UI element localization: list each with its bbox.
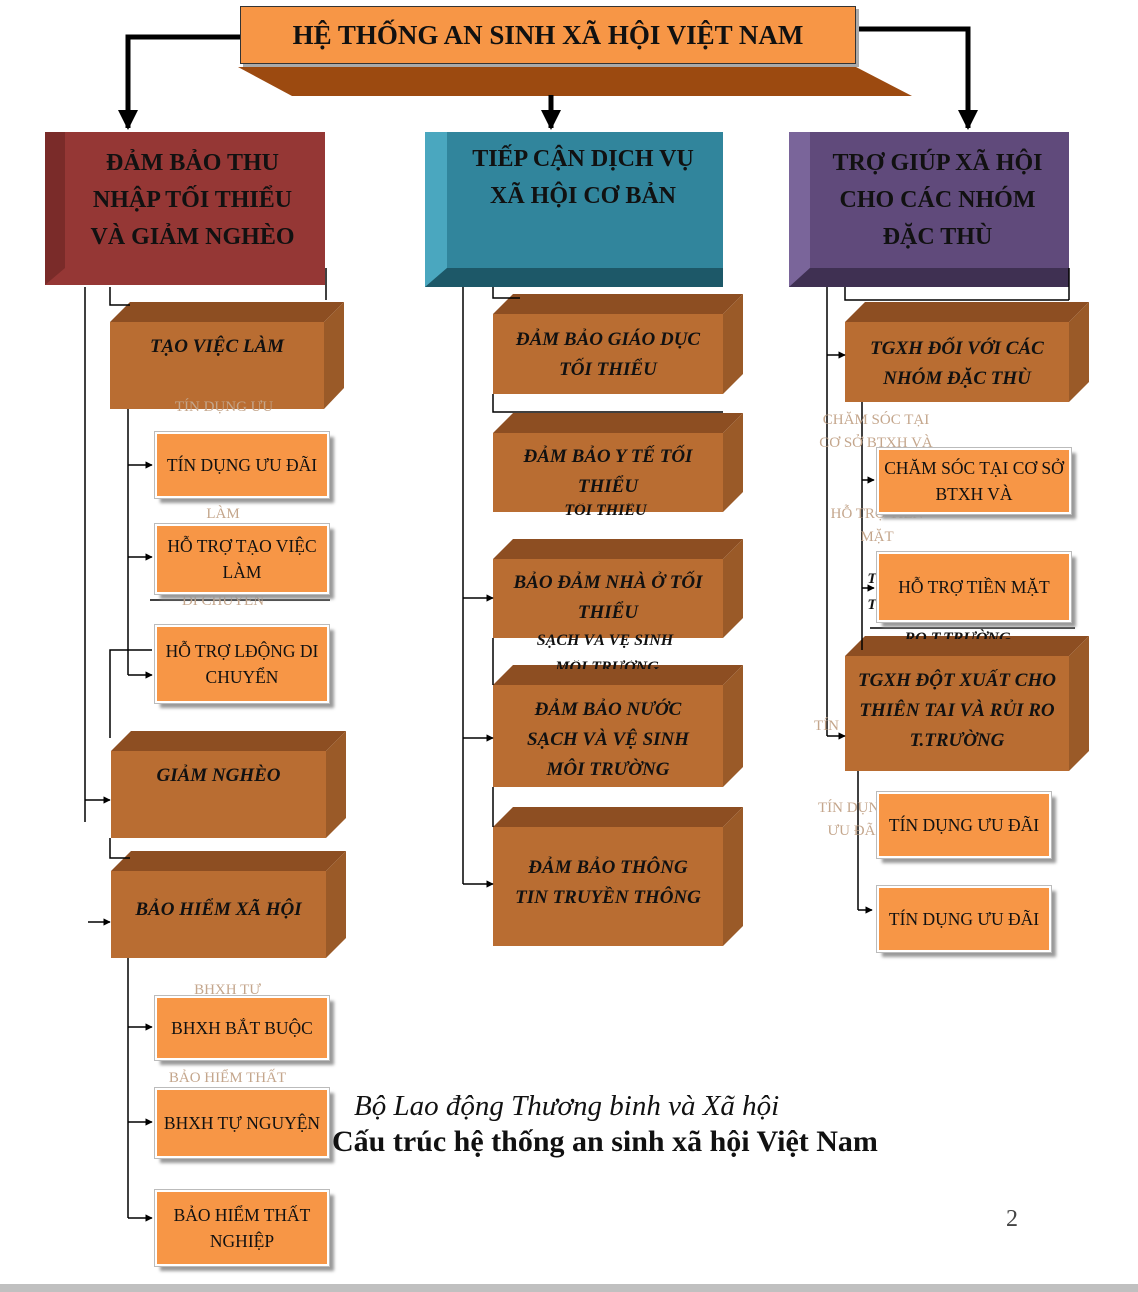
col3-header: TRỢ GIÚP XÃ HỘI CHO CÁC NHÓM ĐẶC THÙ [810, 140, 1065, 260]
leaf-tin-dung-uu-dai-3b: TÍN DỤNG ƯU ĐÃI [876, 885, 1052, 953]
system-title: HỆ THỐNG AN SINH XÃ HỘI VIỆT NAM [240, 6, 856, 64]
col2-header: TIẾP CẬN DỊCH VỤ XÃ HỘI CƠ BẢN [447, 140, 719, 216]
giao-duc-label: ĐẢM BẢO GIÁO DỤC TỐI THIỂU [515, 329, 701, 380]
col1-header-shape [45, 132, 325, 285]
leaf-bhxh-tu-nguyen: BHXH TỰ NGUYỆN [154, 1087, 330, 1159]
col1-header-line3: VÀ GIẢM NGHÈO [90, 223, 295, 250]
box-thong-tin [493, 807, 743, 946]
ghost-text: CHĂM SÓC TẠI CƠ SỞ BTXH VÀ [819, 412, 933, 451]
col2-header-line1: TIẾP CẬN DỊCH VỤ [472, 146, 694, 172]
leaf-ho-tro-tien-mat: HỖ TRỢ TIỀN MẶT [876, 551, 1072, 623]
ghost-text: TÍN [814, 718, 839, 734]
col3-header-line2: CHO CÁC NHÓM [839, 186, 1036, 213]
col3-header-shape [789, 132, 1069, 287]
process-boxes [110, 294, 1089, 958]
ghost-text: TÍN DỤNG ƯU ĐÃI [174, 399, 274, 415]
box-tgxh-dot-xuat [845, 636, 1089, 771]
box-tao-viec-lam [110, 302, 344, 409]
ghost-text: BHXH TỰ [194, 982, 261, 998]
col2-header-line2: XÃ HỘI CƠ BẢN [489, 183, 676, 209]
leaf-bhxh-bat-buoc: BHXH BẮT BUỘC [154, 995, 330, 1061]
ghost-text: TỐI THIỂU [564, 503, 647, 519]
box-y-te [493, 413, 743, 512]
tgxh-dac-thu-label: TGXH ĐỐI VỚI CÁC NHÓM ĐẶC THÙ [870, 338, 1044, 389]
ghost-text: TÍN DỤNG ƯU ĐÃI [817, 800, 891, 839]
col1-header: ĐẢM BẢO THU NHẬP TỐI THIỂU VÀ GIẢM NGHÈO [65, 140, 320, 260]
ghost-text: T [867, 571, 877, 587]
y-te-label: ĐẢM BẢO Y TẾ TỐI THIỂU [523, 446, 693, 497]
box-nha-o [493, 539, 743, 638]
page-number: 2 [1006, 1206, 1018, 1232]
box-giao-duc [493, 294, 743, 394]
box-tgxh-dac-thu [845, 302, 1089, 402]
title-arrows [118, 26, 978, 130]
ghost-text: RO T.TRƯỜNG [904, 630, 1011, 639]
leaf-ho-tro-ldong-di-chuyen: HỖ TRỢ LĐỘNG DI CHUYỂN [154, 624, 330, 704]
col3-header-line3: ĐẶC THÙ [882, 223, 993, 250]
tgxh-dot-xuat-label: TGXH ĐỘT XUẤT CHO THIÊN TAI VÀ RỦI RO T.… [858, 670, 1056, 751]
leaf-ho-tro-tao-viec-lam: HỖ TRỢ TẠO VIỆC LÀM [154, 523, 330, 595]
nha-o-label: BẢO ĐẢM NHÀ Ở TỐI THIỂU [513, 572, 703, 623]
box-nuoc-sach [493, 665, 743, 787]
box-giam-ngheo [111, 731, 346, 838]
title-base [238, 67, 912, 96]
ghost-text: MÔI TRƯỜNG [555, 660, 659, 669]
tao-viec-lam-label: TẠO VIỆC LÀM [149, 336, 285, 357]
leaf-cham-soc-btxh: CHĂM SÓC TẠI CƠ SỞ BTXH VÀ [876, 447, 1072, 515]
ghost-text: T [867, 597, 877, 613]
thin-connectors [84, 268, 1075, 1222]
col1-header-line2: NHẬP TỐI THIỂU [92, 186, 293, 213]
thong-tin-label: ĐẢM BẢO THÔNG TIN TRUYỀN THÔNG [515, 857, 701, 908]
nuoc-sach-label: ĐẢM BẢO NƯỚC SẠCH VÀ VỆ SINH MÔI TRƯỜNG [526, 699, 690, 780]
caption-title: Cấu trúc hệ thống an sinh xã hội Việt Na… [332, 1125, 878, 1158]
box-bao-hiem [111, 851, 346, 958]
leaf-tin-dung-uu-dai: TÍN DỤNG ƯU ĐÃI [154, 431, 330, 499]
caption-ministry: Bộ Lao động Thương binh và Xã hội [354, 1090, 780, 1122]
col3-header-line1: TRỢ GIÚP XÃ HỘI [832, 149, 1043, 176]
col1-header-line1: ĐẢM BẢO THU [106, 149, 279, 176]
ghost-text: SẠCH VÀ VỆ SINH [536, 634, 674, 649]
giam-ngheo-label: GIẢM NGHÈO [156, 765, 281, 786]
leaf-bao-hiem-that-nghiep: BẢO HIỂM THẤT NGHIỆP [154, 1189, 330, 1267]
col2-header-shape [425, 132, 723, 287]
leaf-tin-dung-uu-dai-3a: TÍN DỤNG ƯU ĐÃI [876, 791, 1052, 859]
bao-hiem-xa-hoi-label: BẢO HIỂM XÃ HỘI [135, 899, 302, 920]
page-bottom-divider [0, 1284, 1138, 1292]
